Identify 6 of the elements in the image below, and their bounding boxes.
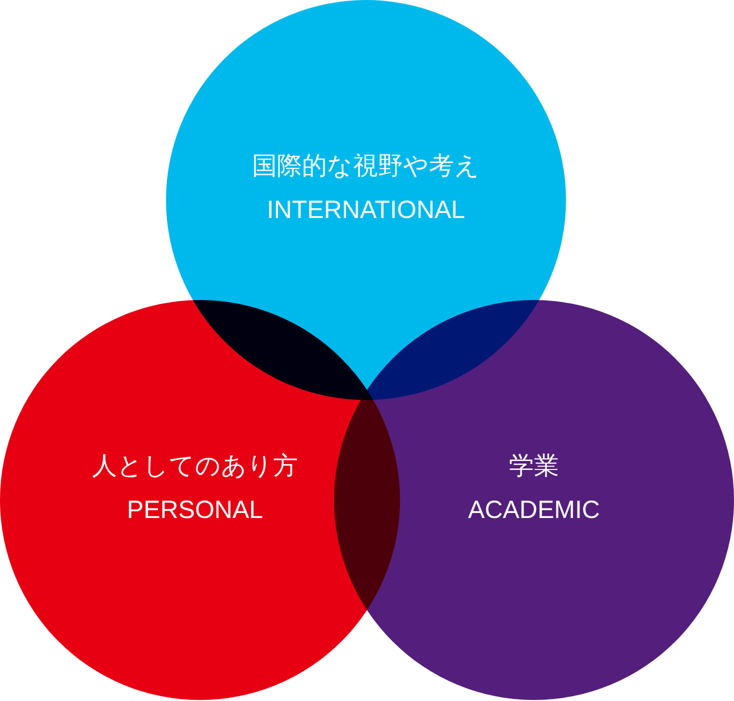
circle-title: 国際的な視野や考え: [252, 151, 480, 182]
circle-title: 人としてのあり方: [92, 451, 298, 482]
circle-title: 学業: [509, 451, 559, 482]
circle-subtitle: ACADEMIC: [468, 495, 600, 526]
circle-subtitle: PERSONAL: [126, 495, 264, 526]
circle-subtitle: INTERNATIONAL: [266, 195, 466, 226]
